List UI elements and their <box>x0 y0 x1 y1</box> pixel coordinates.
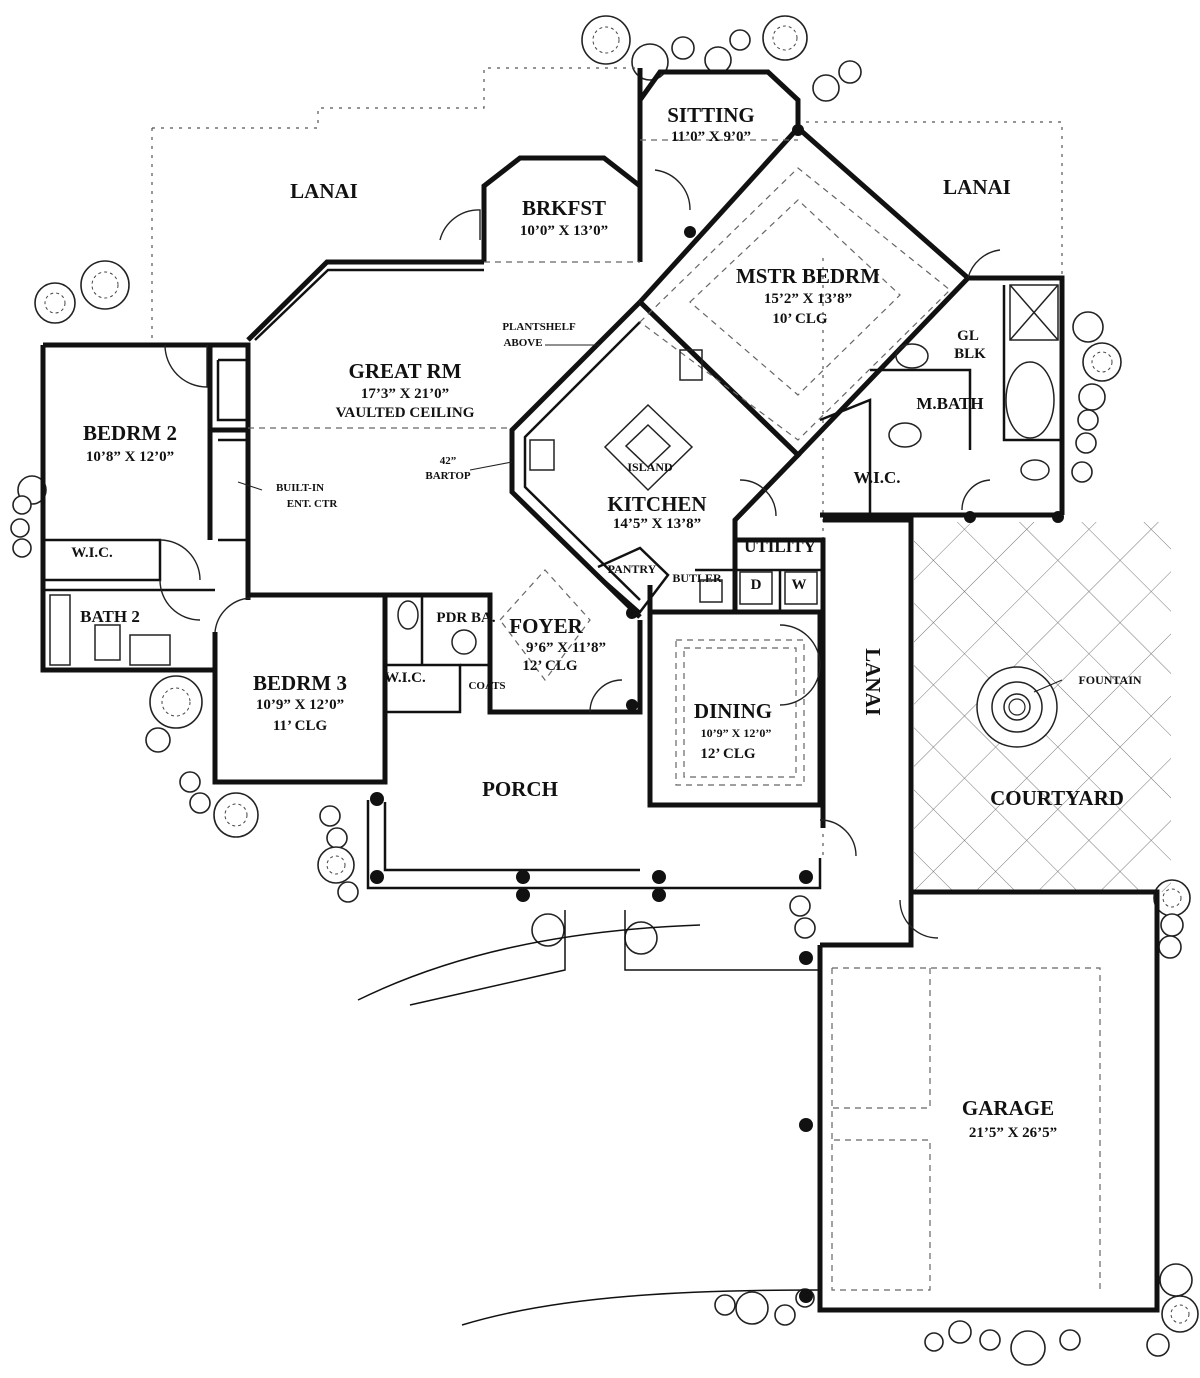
gl-blk-note-line2: BLK <box>954 346 986 362</box>
bedrm3-ceiling: 11’ CLG <box>273 718 328 734</box>
driveway <box>357 910 821 1326</box>
bartop-note-line1: 42” <box>440 455 457 467</box>
doors <box>159 169 1001 939</box>
bedrm2-label: BEDRM 2 <box>83 421 177 445</box>
bedrm3-wic-label: W.I.C. <box>384 670 426 686</box>
sitting-dims: 11’0” X 9’0” <box>671 129 751 145</box>
courtyard-label: COURTYARD <box>990 786 1124 810</box>
lanai-left-label: LANAI <box>290 179 358 203</box>
plan-notes: PLANTSHELF ABOVE 42” BARTOP BUILT-IN ENT… <box>237 321 1142 687</box>
great-rm-label: GREAT RM <box>349 359 462 383</box>
dryer-label: D <box>751 577 762 593</box>
island-label: ISLAND <box>627 460 673 474</box>
bedrm2-wic-label: W.I.C. <box>71 545 113 561</box>
walls <box>40 68 1160 1313</box>
fixtures <box>49 284 1059 666</box>
dining-label: DINING <box>694 699 772 723</box>
m-wic-label: W.I.C. <box>853 468 900 487</box>
columns <box>370 124 1064 1303</box>
bartop-note-line2: BARTOP <box>425 470 471 482</box>
utility-label: UTILITY <box>744 537 816 556</box>
bath2-label: BATH 2 <box>80 607 140 626</box>
courtyard-area <box>914 522 1171 892</box>
mstr-bedrm-ceiling: 10’ CLG <box>772 311 827 327</box>
dining-dims: 10’9” X 12’0” <box>701 726 772 740</box>
mstr-bedrm-label: MSTR BEDRM <box>736 264 880 288</box>
butler-label: BUTLER <box>672 571 722 585</box>
garage-label: GARAGE <box>962 1096 1054 1120</box>
sitting-label: SITTING <box>667 103 755 127</box>
plantshelf-note-line2: ABOVE <box>503 337 542 349</box>
m-bath-label: M.BATH <box>916 394 983 413</box>
built-in-note-line1: BUILT-IN <box>276 482 324 494</box>
brkfst-label: BRKFST <box>522 196 606 220</box>
room-labels: LANAI LANAI LANAI SITTING 11’0” X 9’0” B… <box>71 103 1124 1141</box>
pdr-ba-label: PDR BA. <box>436 610 495 626</box>
foyer-dims: 9’6” X 11’8” <box>526 640 606 656</box>
kitchen-label: KITCHEN <box>607 492 706 516</box>
fountain-note: FOUNTAIN <box>1078 673 1141 687</box>
coats-label: COATS <box>468 680 505 692</box>
washer-label: W <box>792 577 807 593</box>
built-in-note-line2: ENT. CTR <box>287 498 339 510</box>
brkfst-dims: 10’0” X 13’0” <box>520 223 608 239</box>
lanai-right-label: LANAI <box>943 175 1011 199</box>
gl-blk-note-line1: GL <box>957 328 979 344</box>
foyer-label: FOYER <box>509 614 583 638</box>
porch-label: PORCH <box>482 777 558 801</box>
lanai-side-label: LANAI <box>861 648 885 716</box>
great-rm-dims: 17’3” X 21’0” <box>361 386 449 402</box>
garage-dims: 21’5” X 26’5” <box>969 1125 1057 1141</box>
plantshelf-note-line1: PLANTSHELF <box>502 321 576 333</box>
pantry-label: PANTRY <box>608 562 657 576</box>
dining-ceiling: 12’ CLG <box>700 746 755 762</box>
bedrm3-label: BEDRM 3 <box>253 671 347 695</box>
ceiling-lines <box>248 139 951 786</box>
mstr-bedrm-dims: 15’2” X 13’8” <box>764 291 852 307</box>
bedrm3-dims: 10’9” X 12’0” <box>256 697 344 713</box>
bedrm2-dims: 10’8” X 12’0” <box>86 449 174 465</box>
foyer-ceiling: 12’ CLG <box>522 658 577 674</box>
kitchen-dims: 14’5” X 13’8” <box>613 516 701 532</box>
great-rm-ceiling: VAULTED CEILING <box>336 405 475 421</box>
